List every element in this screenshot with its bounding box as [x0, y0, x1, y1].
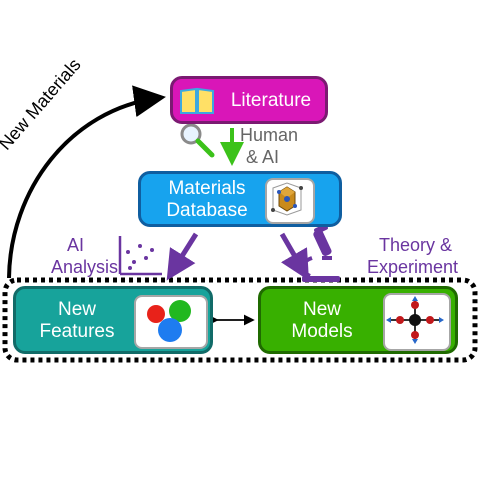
new-features-node: New Features [13, 286, 213, 354]
features-label-line2: Features [39, 321, 115, 342]
database-label-line2: Database [166, 200, 248, 221]
models-label: New Models [271, 299, 373, 343]
literature-node: Literature [170, 76, 328, 124]
database-label: Materials Database [151, 178, 263, 222]
models-label-line2: Models [291, 321, 353, 342]
theory-experiment-label: Theory & Experiment [342, 234, 458, 278]
human-ai-line2: & AI [246, 147, 280, 167]
crystal-structure-icon [265, 178, 315, 224]
features-label-line1: New [57, 299, 96, 320]
literature-label: Literature [230, 90, 312, 111]
human-ai-label: Human & AI [240, 124, 298, 168]
scatter-plot-icon [118, 236, 162, 276]
database-label-line1: Materials [168, 178, 246, 199]
models-label-line1: New [302, 299, 341, 320]
ai-analysis-arrow [166, 232, 199, 281]
ai-analysis-label: AI Analysis [34, 234, 118, 278]
human-ai-line1: Human [240, 125, 299, 145]
new-materials-arrow [7, 85, 166, 279]
feedback-loop-border [2, 277, 478, 363]
theory-experiment-line1: Theory & [378, 235, 452, 255]
features-label: New Features [26, 299, 128, 343]
colored-circles-icon [134, 295, 208, 349]
materials-database-node: Materials Database [138, 171, 342, 227]
theory-experiment-line2: Experiment [366, 257, 458, 277]
microscope-icon [300, 223, 340, 282]
magnifier-icon [180, 123, 215, 158]
theory-experiment-arrow [279, 232, 310, 281]
ai-analysis-line1: AI [66, 235, 84, 255]
molecule-model-icon [383, 293, 451, 351]
ai-analysis-line2: Analysis [50, 257, 118, 277]
book-icon [179, 85, 215, 115]
new-models-node: New Models [258, 286, 458, 354]
